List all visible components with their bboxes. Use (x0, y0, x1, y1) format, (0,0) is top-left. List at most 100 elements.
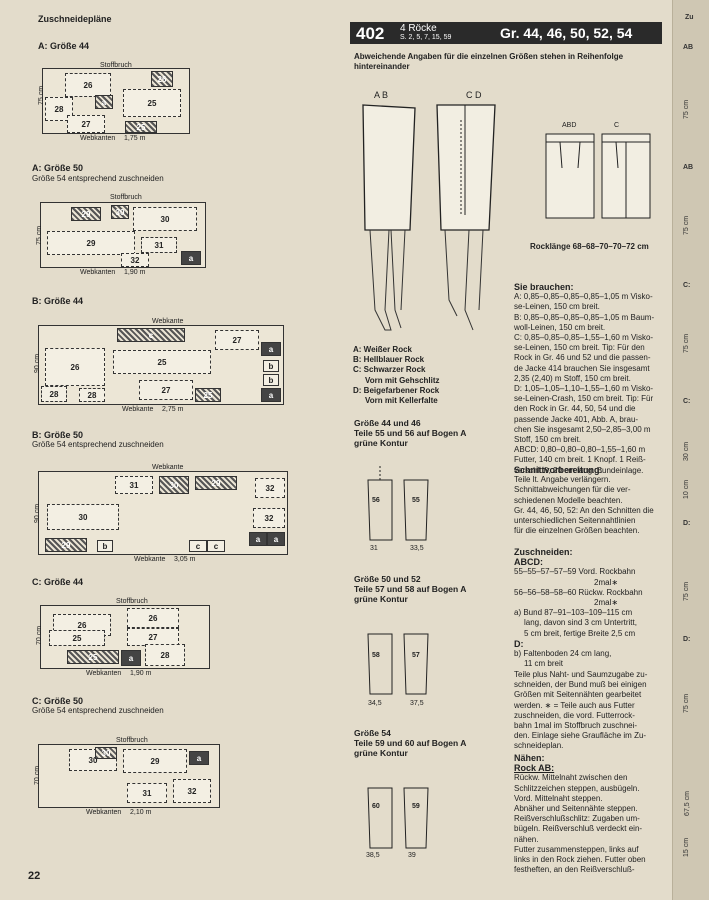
pattern-piece: 30 (95, 747, 117, 759)
pattern-sketch (367, 633, 429, 695)
pattern-piece: 27 (67, 115, 105, 133)
selvage-label: Webkanten (80, 135, 116, 142)
pattern-measure: 34,5 (368, 700, 382, 707)
text-line: 55–55–57–57–59 Vord. Rockbahn (514, 567, 636, 577)
materials-section: Sie brauchen: A: 0,85–0,85–0,85–0,85–1,0… (514, 282, 670, 476)
text-line: für die einzelnen Größen beachten. (514, 526, 640, 536)
text-line: ABCD: 0,80–0,80–0,80–1,55–1,60 m (514, 445, 646, 455)
text-line: zuschneiden, die vord. Futterrock- (514, 710, 635, 720)
pattern-piece: 31 (115, 476, 153, 494)
text-line: lang, davon sind 3 cm Untertritt, (524, 618, 637, 628)
text-line: Rückw. Mittelnaht zwischen den (514, 773, 628, 783)
width-label: 75 cm (38, 85, 46, 106)
pattern-piece: a (181, 251, 201, 265)
size-block-contour: grüne Kontur (354, 594, 408, 605)
text-line: 56–56–58–58–60 Rückw. Rockbahn (514, 587, 643, 597)
model-number: 402 (356, 24, 385, 43)
pattern-measure: 31 (370, 545, 378, 552)
pattern-piece: 25 (125, 121, 157, 133)
pattern-piece: a (121, 650, 141, 666)
fold-label: Stoffbruch (116, 598, 148, 605)
section-heading: C: Größe 44 (32, 577, 84, 587)
section-note: Größe 54 entsprechend zuschneiden (32, 706, 164, 715)
legend-item: Vorn mit Gehschlitz (365, 375, 440, 385)
text-line: se-Leinen-Crash, 150 cm breit. Tip: Für (514, 394, 654, 404)
pattern-piece: c (117, 328, 185, 342)
text-line: se-Leinen, 150 cm breit. (514, 302, 600, 312)
cutting-section: Zuschneiden: ABCD: 55–55–57–57–59 Vord. … (514, 547, 670, 669)
size-block-parts: Teile 59 und 60 auf Bogen A (354, 738, 467, 749)
skirt-illustrations (362, 104, 496, 331)
section-heading: B: Größe 50 (32, 430, 84, 440)
text-line: bügeln. Reißverschluß verdeckt ein- (514, 824, 643, 834)
allowance-section: Teile plus Naht- und Saumzugabe zu- schn… (514, 670, 670, 752)
length-label: 2,10 m (130, 809, 152, 816)
pattern-piece: a (267, 532, 285, 546)
pattern-piece: 29 (47, 231, 135, 255)
next-page-edge: Zu AB 75 cm AB 75 cm C: 75 cm C: 30 cm 1… (672, 0, 709, 900)
pattern-piece: 26 (65, 73, 111, 97)
text-line: se-Leinen, 150 cm breit. Tip: Für den (514, 343, 645, 353)
legend: A: Weißer Rock B: Hellblauer Rock C: Sch… (353, 345, 440, 406)
section-heading: C: Größe 50 (32, 696, 84, 706)
text-line: schiedenen Modelle beachten. (514, 495, 623, 505)
pattern-measure: 33,5 (410, 545, 424, 552)
cutting-layout-c50: 30 29 30 a 31 32 (38, 744, 220, 808)
pattern-piece: 32 (121, 253, 149, 267)
pattern-sketch (367, 466, 429, 541)
text-line: unterschiedlichen Seitennahtlinien (514, 516, 636, 526)
section-heading: A: Größe 50 (32, 163, 84, 173)
pattern-piece: b (263, 360, 279, 372)
model-header: 402 4 Röcke S. 2, 5, 7, 15, 59 Gr. 44, 4… (350, 22, 662, 44)
edge-text: 67,5 cm (683, 791, 691, 816)
pattern-piece-number: 56 (372, 497, 380, 504)
pattern-piece: b (263, 374, 279, 386)
preparation-section: Schnittvorbereitung: Teile lt. Angabe ve… (514, 465, 670, 536)
text-line: D: (514, 638, 524, 649)
pattern-measure: 39 (408, 852, 416, 859)
edge-text: 15 cm (683, 837, 691, 858)
size-block-parts: Teile 55 und 56 auf Bogen A (354, 428, 467, 439)
width-label: 75 cm (36, 225, 44, 246)
text-line: 2mal∗ (594, 577, 619, 587)
pattern-piece-number: 59 (412, 803, 420, 810)
text-line: Schnittabweichungen für die ver- (514, 485, 631, 495)
edge-text: AB (683, 44, 694, 51)
pattern-piece: 26 (151, 71, 173, 87)
length-label: 1,90 m (124, 269, 146, 276)
pattern-piece: 31 (141, 237, 177, 253)
text-line: Größen mit Seitennähten gearbeitet (514, 690, 642, 700)
cutting-layout-c44: 26 25 26 27 25 a 28 (40, 605, 210, 669)
figure-label-ab: A B (374, 90, 389, 100)
text-line: passende Jacke 401, Abb. A, brau- (514, 414, 639, 424)
text-line: ABCD: (514, 557, 543, 568)
flat-label-abd: ABD (562, 122, 577, 129)
pattern-piece: 25 (67, 650, 119, 664)
selvage-label: Webkanten (80, 269, 116, 276)
section-note: Größe 54 entsprechend zuschneiden (32, 174, 164, 183)
section-heading: A: Größe 44 (38, 41, 90, 51)
text-line: 2,35 (2,40) m Stoff, 150 cm breit. (514, 373, 631, 383)
preparation-title: Schnittvorbereitung: (514, 465, 603, 475)
legend-item: Vorn mit Kellerfalte (365, 396, 438, 406)
size-block-title: Größe 50 und 52 (354, 574, 421, 584)
pattern-piece: a (261, 388, 281, 402)
pattern-piece: 32 (253, 508, 285, 528)
edge-text: 75 cm (683, 693, 691, 714)
edge-text: 75 cm (683, 333, 691, 354)
selvage-label: Webkanten (86, 809, 122, 816)
pattern-piece: c (207, 540, 225, 552)
edge-text: D: (683, 636, 691, 643)
pattern-piece: 25 (123, 89, 181, 117)
fold-label: Stoffbruch (110, 194, 142, 201)
pattern-piece: 25 (49, 630, 105, 646)
text-line: 5 cm breit, fertige Breite 2,5 cm (524, 628, 636, 638)
pattern-piece: 29 (45, 538, 87, 552)
text-line: werden. ∗ = Teile auch aus Futter (514, 700, 635, 710)
text-line: woll-Leinen, 150 cm breit. (514, 322, 606, 332)
text-line: festheften, an den Reißverschluß- (514, 865, 635, 875)
cutting-layout-b44: c 27 26 25 a b b 28 28 27 25 a (38, 325, 284, 405)
text-line: Vord. Mittelnaht steppen. (514, 793, 603, 803)
pattern-piece-number: 57 (412, 652, 420, 659)
edge-text: 30 cm (683, 441, 691, 462)
